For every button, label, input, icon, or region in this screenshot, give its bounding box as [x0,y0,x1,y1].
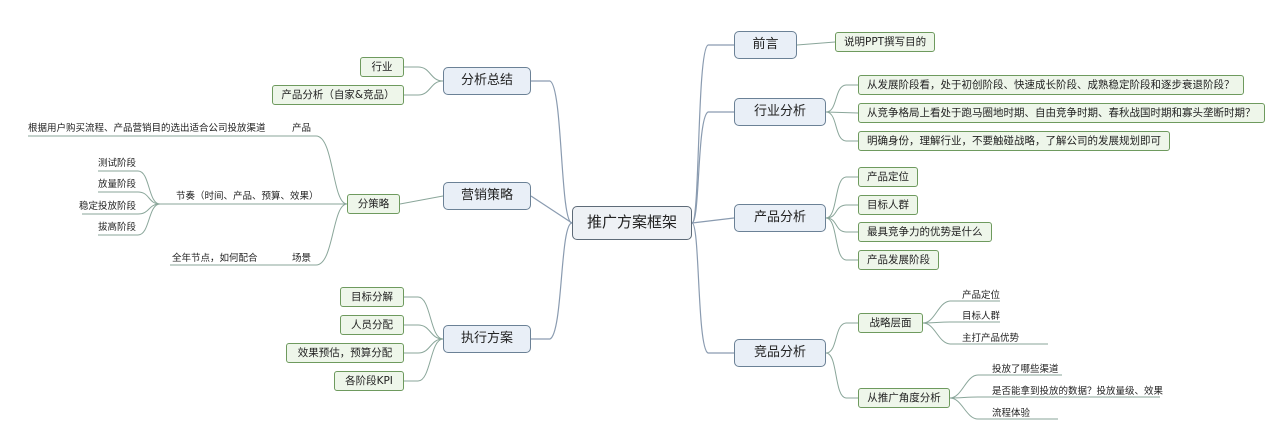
promo-item-2[interactable]: 流程体验 [992,408,1031,419]
execution-item-3[interactable]: 各阶段KPI [334,371,404,391]
industry-node[interactable]: 行业分析 [734,98,826,126]
product-item-0[interactable]: 产品定位 [858,167,918,187]
industry-item-0[interactable]: 从发展阶段看，处于初创阶段、快速成长阶段、成熟稳定阶段和逐步衰退阶段？ [858,75,1244,95]
product-item-2[interactable]: 最具竞争力的优势是什么 [858,222,992,242]
competitor-node[interactable]: 竞品分析 [734,339,826,367]
execution-item-1[interactable]: 人员分配 [340,315,404,335]
industry-item-1[interactable]: 从竞争格局上看处于跑马圈地时期、自由竞争时期、春秋战国时期和寡头垄断时期？ [858,103,1265,123]
promo-item-1[interactable]: 是否能拿到投放的数据？投放量级、效果 [992,386,1164,397]
preface-node[interactable]: 前言 [734,31,797,59]
marketing-product-label[interactable]: 产品 [292,123,312,134]
preface-item-0[interactable]: 说明PPT撰写目的 [835,32,936,52]
marketing-node[interactable]: 营销策略 [443,182,531,210]
sub-strategy-node[interactable]: 分策略 [347,194,400,214]
strategy-item-1[interactable]: 目标人群 [962,311,1001,322]
rhythm-item-1[interactable]: 放量阶段 [97,179,136,190]
rhythm-item-3[interactable]: 拔高阶段 [97,222,136,233]
product-node[interactable]: 产品分析 [734,204,826,232]
rhythm-item-2[interactable]: 稳定投放阶段 [78,201,136,212]
strategy-item-2[interactable]: 主打产品优势 [962,333,1020,344]
industry-item-2[interactable]: 明确身份，理解行业，不要触碰战略，了解公司的发展规划即可 [858,131,1170,151]
root-node[interactable]: 推广方案框架 [572,206,692,240]
marketing-product-note[interactable]: 根据用户购买流程、产品营销目的选出适合公司投放渠道 [28,123,266,134]
promo-item-0[interactable]: 投放了哪些渠道 [992,364,1059,375]
marketing-scene-note[interactable]: 全年节点，如何配合 [172,253,258,264]
promo-node[interactable]: 从推广角度分析 [858,388,950,408]
marketing-scene-label[interactable]: 场景 [292,253,312,264]
strategy-node[interactable]: 战略层面 [858,313,923,333]
execution-item-2[interactable]: 效果预估，预算分配 [286,343,404,363]
product-item-3[interactable]: 产品发展阶段 [858,250,939,270]
product-item-1[interactable]: 目标人群 [858,195,918,215]
execution-item-0[interactable]: 目标分解 [340,287,404,307]
strategy-item-0[interactable]: 产品定位 [962,290,1001,301]
summary-item-1[interactable]: 产品分析（自家&竞品） [272,85,404,105]
summary-item-0[interactable]: 行业 [360,57,404,77]
rhythm-item-0[interactable]: 测试阶段 [97,158,136,169]
summary-node[interactable]: 分析总结 [443,67,531,95]
execution-node[interactable]: 执行方案 [443,325,531,353]
marketing-rhythm-label[interactable]: 节奏（时间、产品、预算、效果） [176,191,319,202]
